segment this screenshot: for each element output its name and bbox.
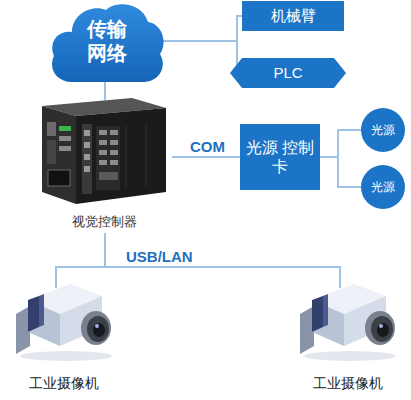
industrial-camera-shape bbox=[292, 282, 404, 362]
cloud-node-graphic bbox=[52, 4, 164, 82]
node-label: 工业摄像机 bbox=[8, 375, 120, 392]
edge-label: COM bbox=[190, 138, 225, 155]
node-label: 机械臂 bbox=[245, 7, 341, 25]
vision-controller: 视觉控制器 bbox=[36, 96, 172, 230]
light-circle-graphic bbox=[361, 165, 405, 209]
cloud-node: 传输 网络 bbox=[48, 0, 166, 82]
process-box: 光源 控制卡 bbox=[240, 124, 320, 190]
industrial-camera-graphic bbox=[16, 284, 112, 361]
industrial-camera-graphic bbox=[300, 284, 396, 361]
cloud-node-shape bbox=[48, 0, 166, 82]
vision-controller-graphic bbox=[42, 98, 166, 204]
industrial-camera-shape bbox=[8, 282, 120, 362]
industrial-camera: 工业摄像机 bbox=[292, 282, 404, 392]
light-circle-graphic bbox=[361, 108, 405, 152]
edge-label: USB/LAN bbox=[126, 248, 193, 265]
node-label: 工业摄像机 bbox=[292, 375, 404, 392]
connector-line bbox=[162, 41, 237, 73]
light-circle: 光源 bbox=[361, 108, 405, 152]
connector-line bbox=[56, 233, 105, 288]
node-label: 视觉控制器 bbox=[36, 214, 172, 230]
node-label: 光源 bbox=[363, 123, 403, 137]
plc-hexagon: PLC bbox=[230, 58, 346, 88]
connector-line bbox=[320, 157, 361, 187]
connector-line bbox=[172, 156, 240, 158]
plc-hexagon-graphic bbox=[230, 58, 346, 88]
vision-controller-shape bbox=[36, 96, 172, 208]
node-label: 光源 bbox=[363, 180, 403, 194]
light-circle: 光源 bbox=[361, 165, 405, 209]
connector-line bbox=[105, 233, 340, 288]
process-box: 机械臂 bbox=[242, 1, 344, 31]
connector-line bbox=[104, 82, 106, 100]
node-label: 光源 控制卡 bbox=[244, 138, 316, 176]
connector-line bbox=[162, 16, 243, 41]
node-label: PLC bbox=[240, 64, 336, 82]
industrial-camera: 工业摄像机 bbox=[8, 282, 120, 392]
node-label: 传输 网络 bbox=[79, 17, 135, 65]
connector-line bbox=[320, 130, 361, 157]
